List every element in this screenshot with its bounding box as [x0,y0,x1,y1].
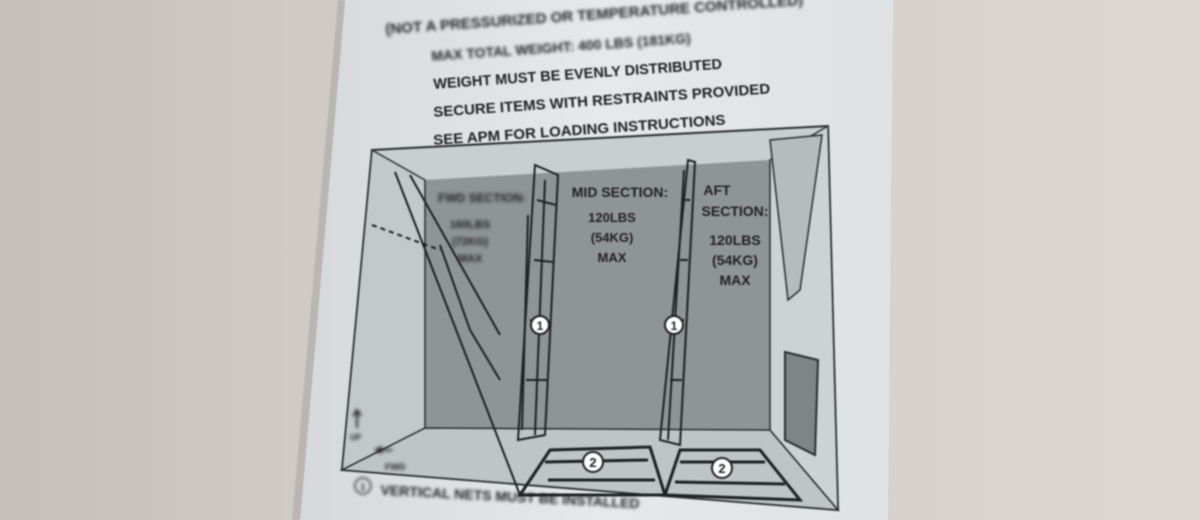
marker-label: 1 [671,319,678,333]
fwd-label: FWD [385,462,406,472]
aft-door-upper [769,134,823,302]
net-marker-2-aft: 2 [711,457,733,479]
section-lbs: 160LBS [450,219,490,231]
section-kg: (54KG) [712,252,758,268]
net-marker-1-fwd: 1 [530,315,550,335]
section-title: SECTION: [702,203,769,219]
mid-section-label: MID SECTION: 120LBS (54KG) MAX [572,184,668,265]
up-arrow-icon [352,408,362,428]
fwd-section-label: FWD SECTION: 160LBS (72KG) MAX [438,191,526,265]
section-lbs: 120LBS [709,232,760,248]
marker-label: 1 [537,319,544,333]
section-max: MAX [719,272,751,288]
section-kg: (54KG) [591,230,634,245]
net-marker-2-mid: 2 [582,451,604,473]
net-marker-1-mid: 1 [664,315,684,335]
section-title: AFT [703,182,731,198]
strap-dashes [371,224,441,251]
section-title: FWD SECTION: [438,191,526,205]
section-kg: (72KG) [452,236,488,248]
aft-door-lower [784,350,820,457]
aft-section-label: AFT SECTION: 120LBS (54KG) MAX [702,182,769,288]
section-max: MAX [458,253,483,265]
cargo-bay-diagram: FWD SECTION: 160LBS (72KG) MAX MID SECTI… [339,124,840,513]
section-lbs: 120LBS [588,210,636,225]
section-title: MID SECTION: [572,184,668,200]
marker-label: 2 [718,461,725,476]
marker-label: 2 [589,455,596,470]
fwd-arrow-icon [373,446,392,454]
section-max: MAX [598,250,627,265]
placard-edge-shadow [292,0,345,520]
footnote-marker: 1 [360,482,366,492]
orientation-indicator: UP FWD [350,408,406,472]
up-label: UP [350,433,362,442]
fwd-strap [394,171,521,496]
